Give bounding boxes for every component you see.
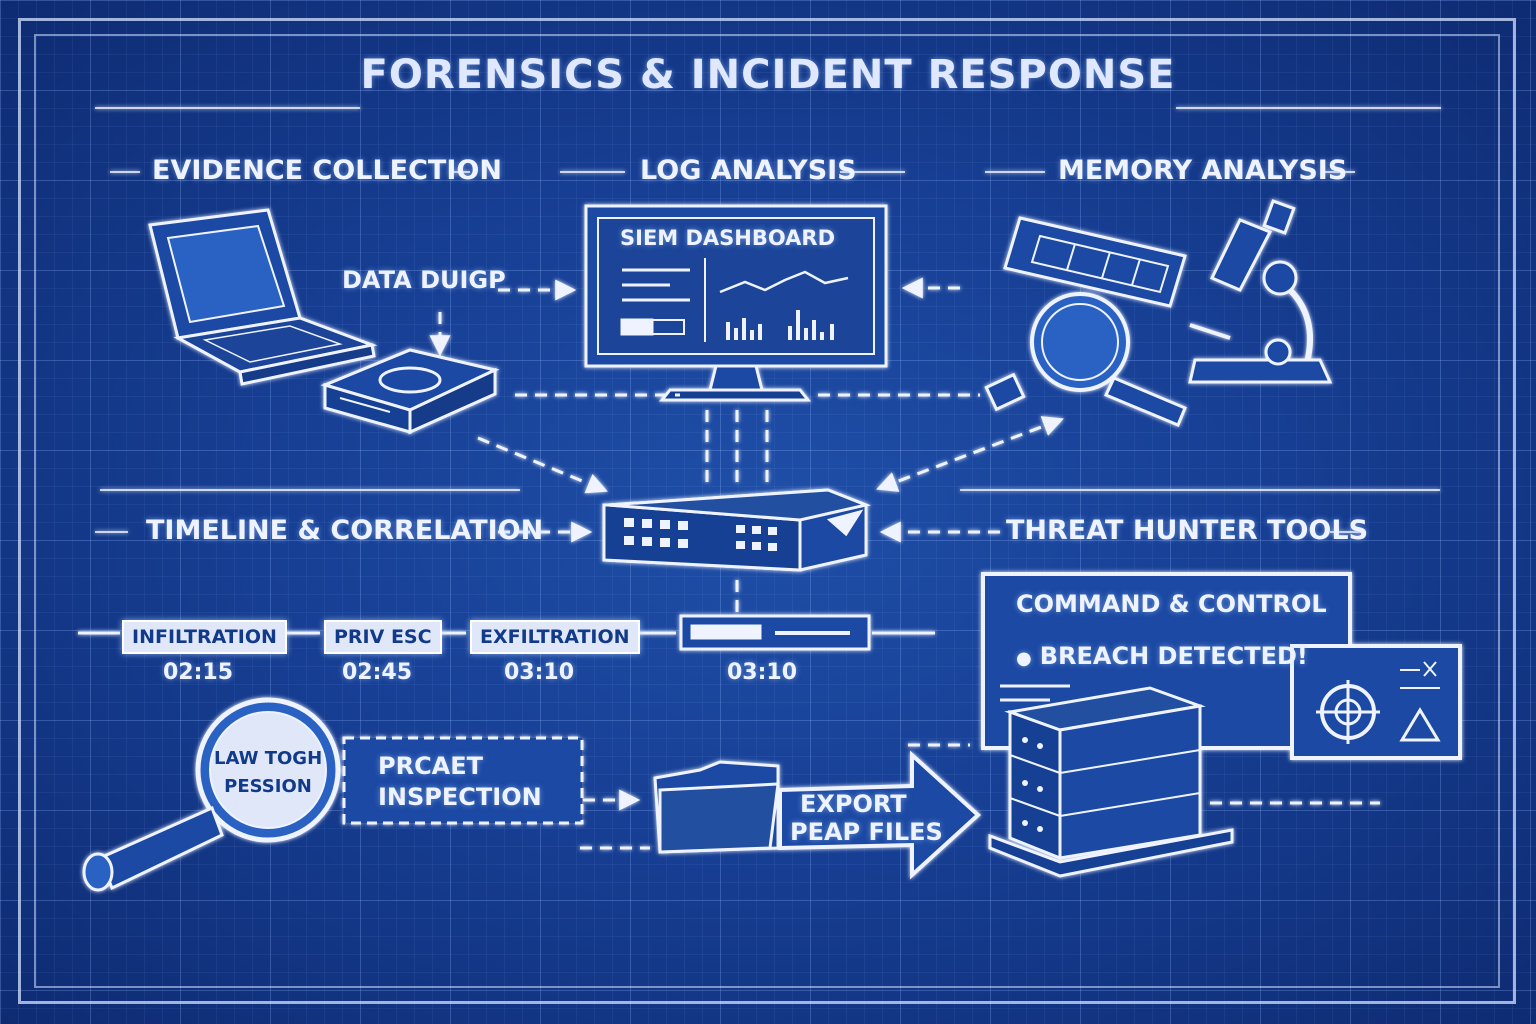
timeline-stage-exfiltration: EXFILTRATION [470, 620, 640, 654]
siem-dashboard-label: SIEM DASHBOARD [620, 226, 836, 250]
timeline-track [78, 614, 935, 651]
export-arrow-icon [778, 750, 981, 880]
microscope-icon [1188, 199, 1333, 384]
timeline-time-3: 03:10 [504, 660, 575, 685]
packet-inspection-panel [342, 736, 584, 825]
timeline-stage-infiltration: INFILTRATION [122, 620, 287, 654]
magnifier-icon-memory [984, 292, 1187, 427]
packet-label-line1: PRCAET [378, 752, 484, 780]
packet-label-line2: INSPECTION [378, 783, 542, 811]
siem-monitor-icon [584, 204, 888, 402]
c2-label: COMMAND & CONTROL [1016, 590, 1327, 618]
section-memory-analysis: MEMORY ANALYSIS [1058, 155, 1348, 186]
breach-label: BREACH DETECTED! [1039, 642, 1308, 670]
lens-label-line1: LAW TOGH [214, 748, 323, 769]
alert-panel [1290, 644, 1462, 760]
lens-label-line2: PESSION [224, 776, 312, 797]
section-timeline-correlation: TIMELINE & CORRELATION [146, 515, 544, 546]
network-switch-icon [602, 488, 872, 572]
data-dump-label: DATA DUIGP [342, 266, 506, 294]
section-threat-hunter-tools: THREAT HUNTER TOOLS [1006, 515, 1369, 546]
connector-arrows [429, 277, 1380, 850]
breach-alert: ● BREACH DETECTED! [1016, 642, 1308, 670]
section-log-analysis: LOG ANALYSIS [640, 155, 857, 186]
section-evidence-collection: EVIDENCE COLLECTION [152, 155, 502, 186]
magnifier-icon-lower [82, 697, 341, 892]
page-title: FORENSICS & INCIDENT RESPONSE [360, 52, 1176, 98]
timeline-time-1: 02:15 [163, 660, 234, 685]
timeline-stage-priv-esc: PRIV ESC [324, 620, 442, 654]
timeline-time-2: 02:45 [342, 660, 413, 685]
inner-frame [34, 34, 1500, 988]
outer-frame [18, 18, 1516, 1004]
folder-icon [653, 760, 780, 854]
user-icon: ● [1016, 648, 1032, 669]
export-label-line2: PEAP FILES [790, 818, 943, 846]
timeline-time-4: 03:10 [727, 660, 798, 685]
hard-drive-icon [320, 348, 500, 435]
ram-module-icon [1003, 216, 1187, 308]
laptop-icon [148, 208, 378, 386]
export-label-line1: EXPORT [800, 790, 907, 818]
server-icon [988, 686, 1234, 878]
